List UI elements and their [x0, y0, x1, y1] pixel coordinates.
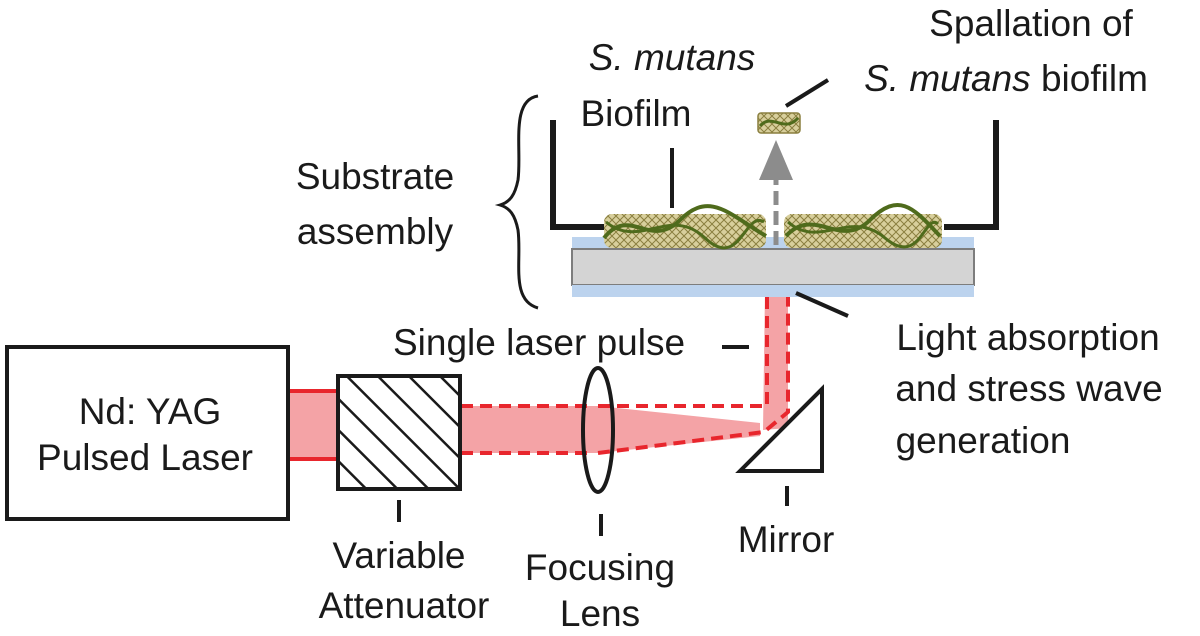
- laser-housing: [5, 345, 290, 521]
- laser-label-line2: Pulsed Laser: [37, 437, 253, 478]
- variable-attenuator: Variable Attenuator: [319, 374, 490, 626]
- biofilm-left-strand-1: [602, 204, 768, 240]
- beam-dashed-edge-outer: [461, 290, 769, 408]
- beam-horizontal-fill: [461, 406, 760, 453]
- pulse-label: Single laser pulse: [393, 322, 685, 363]
- lens-label-line1: Focusing: [525, 547, 675, 588]
- attenuator-label-line2: Attenuator: [319, 585, 490, 626]
- laser-beam: [288, 290, 790, 461]
- spallation-label-species: S. mutans: [864, 58, 1031, 99]
- absorption-label-line3: generation: [896, 420, 1071, 461]
- spallation-label-rest: biofilm: [1031, 58, 1148, 99]
- spallation-label-line2: S. mutans biofilm: [864, 58, 1148, 99]
- biofilm-left-strand-2: [605, 218, 765, 250]
- biofilm-right: [784, 203, 942, 249]
- attenuator-body: [336, 374, 462, 491]
- biofilm-left-mesh: [604, 214, 766, 248]
- attenuator-label-line1: Variable: [332, 535, 465, 576]
- absorption-label-line1: Light absorption: [896, 317, 1159, 358]
- biofilm-right-strand-2: [787, 220, 940, 249]
- beam-segment-laser-out: [288, 391, 338, 459]
- spalled-fragment: [757, 112, 801, 134]
- mirror-prism: [735, 384, 824, 473]
- spallation-leader: [784, 78, 830, 108]
- absorption-leader: [795, 291, 849, 318]
- fragment-strand: [758, 116, 800, 128]
- spallation-arrow-head: [759, 140, 793, 180]
- nd-yag-laser: Nd: YAG Pulsed Laser: [5, 345, 290, 521]
- mirror-label: Mirror: [738, 519, 835, 560]
- substrate-label-line1: Substrate: [296, 156, 454, 197]
- mirror: Mirror: [735, 384, 835, 560]
- beam-dashed-edge-inner: [461, 290, 790, 455]
- substrate-brace: [494, 94, 539, 310]
- beam-vertical-fill: [763, 290, 788, 430]
- absorption-label-line2: and stress wave: [895, 368, 1162, 409]
- spallation-label-line1: Spallation of: [929, 3, 1133, 44]
- well-wall-left: [550, 120, 608, 230]
- biofilm-left: [602, 204, 768, 250]
- well-wall-right: [944, 120, 999, 230]
- biofilm-label-species: S. mutans: [589, 37, 756, 78]
- focusing-lens: Focusing Lens: [525, 366, 675, 634]
- biofilm-right-strand-1: [784, 203, 942, 238]
- substrate-absorbing-layer: [572, 285, 974, 297]
- substrate-label-line2: assembly: [297, 211, 454, 252]
- biofilm-right-mesh: [784, 214, 942, 248]
- lens-shape: [581, 366, 615, 494]
- lens-label-line2: Lens: [560, 593, 640, 634]
- biofilm-label-line2: Biofilm: [580, 93, 691, 134]
- substrate-assembly: [550, 112, 999, 297]
- substrate-glass: [571, 248, 975, 286]
- laser-label-line1: Nd: YAG: [79, 391, 222, 432]
